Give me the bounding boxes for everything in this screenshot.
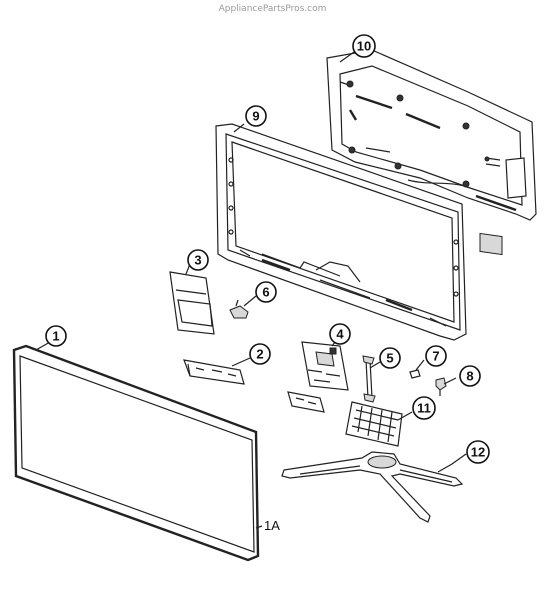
- callout-label-5: 5: [386, 351, 393, 366]
- callout-9: 9: [245, 105, 267, 127]
- callout-label-1a: 1A: [264, 518, 280, 533]
- leader-lines: [35, 51, 467, 529]
- callout-1a: 1A: [264, 518, 280, 533]
- callout-label-2: 2: [256, 347, 263, 362]
- callout-label-12: 12: [471, 445, 485, 460]
- callout-4: 4: [329, 323, 351, 345]
- part-board-cover[interactable]: [169, 271, 215, 335]
- callout-11: 11: [412, 396, 436, 420]
- callout-label-9: 9: [252, 109, 259, 124]
- part-stand-neck[interactable]: [345, 401, 403, 447]
- part-main-board[interactable]: [301, 341, 349, 391]
- callout-label-4: 4: [336, 327, 344, 342]
- callout-label-8: 8: [466, 369, 473, 384]
- part-board-2[interactable]: [183, 359, 245, 385]
- part-clip[interactable]: [409, 369, 421, 379]
- part-rear-cover[interactable]: [326, 49, 537, 256]
- callout-label-11: 11: [417, 401, 431, 416]
- part-middle-frame[interactable]: [215, 123, 467, 341]
- part-front-panel[interactable]: [12, 344, 260, 562]
- callout-6: 6: [255, 281, 277, 303]
- part-cable[interactable]: [362, 355, 376, 403]
- part-screw[interactable]: [435, 377, 447, 396]
- part-bracket-lower[interactable]: [287, 391, 325, 413]
- callout-2: 2: [249, 343, 271, 365]
- callout-1: 1: [45, 325, 67, 347]
- callout-3: 3: [187, 249, 209, 271]
- watermark: AppliancePartsPros.com: [218, 4, 327, 14]
- part-small-bracket[interactable]: [229, 299, 249, 319]
- callout-10: 10: [352, 34, 376, 58]
- callout-label-3: 3: [194, 253, 201, 268]
- callout-5: 5: [379, 347, 401, 369]
- callout-label-10: 10: [357, 39, 371, 54]
- callout-label-6: 6: [262, 285, 269, 300]
- callout-label-1: 1: [52, 329, 59, 344]
- callout-12: 12: [466, 440, 490, 464]
- callout-label-7: 7: [432, 349, 439, 364]
- callout-8: 8: [459, 365, 481, 387]
- callout-7: 7: [425, 345, 447, 367]
- part-stand-base[interactable]: [281, 451, 464, 523]
